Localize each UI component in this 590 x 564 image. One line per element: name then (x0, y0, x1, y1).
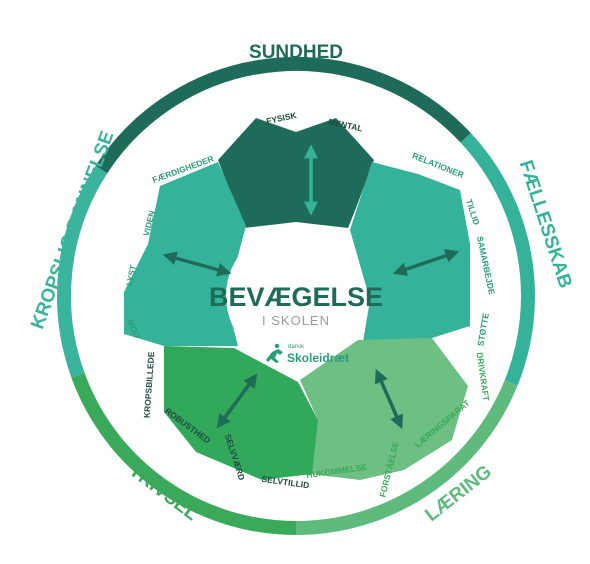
petal-kropslig-dannelse (124, 162, 246, 346)
petal-label-drivkraft: DRIVKRAFT (475, 352, 492, 403)
petal-sundhed (218, 118, 374, 228)
ring-arc-faellesskab (460, 133, 535, 386)
petal-label-kropsbillede: KROPSBILLEDE (142, 351, 157, 418)
arrows (162, 144, 460, 430)
petal-label-fysisk: FYSISK (265, 110, 298, 126)
center-title: BEVÆGELSE (209, 282, 383, 312)
outer-ring (57, 57, 535, 535)
ring-arc-trivsel (71, 372, 297, 535)
segment-label-kropslig-dannelse: KROPSLIG DANNELSE (27, 128, 118, 332)
center-subtitle: I SKOLEN (262, 313, 330, 328)
segment-label-trivsel: TRIVSEL (125, 460, 202, 525)
logo-text-small: dansk (288, 344, 305, 350)
arrow-trivsel (216, 373, 258, 429)
arrow-faellesskab (392, 249, 460, 276)
petal-label-stotte: STØTTE (475, 312, 491, 347)
ring-arc-laering (295, 380, 518, 535)
skoleidraet-logo: dansk Skoleidræt (266, 343, 349, 365)
center-circle (226, 226, 366, 366)
segment-label-sundhed: SUNDHED (249, 42, 343, 63)
arrow-kropslig-dannelse (162, 251, 232, 277)
petal-label-tillid: TILLID (464, 198, 482, 226)
running-figure-icon (266, 343, 283, 363)
arrow-laering (374, 368, 404, 430)
petal-label-samarbejde: SAMARBEJDE (475, 235, 497, 296)
petal-label-selvtillid: SELVTILLID (261, 474, 310, 491)
logo-text-big: Skoleidræt (287, 351, 349, 365)
ring-arc-sundhed (95, 57, 471, 174)
ring-arc-kropslig-dannelse (57, 165, 108, 378)
petal-label-lyst: LYST (124, 263, 138, 286)
